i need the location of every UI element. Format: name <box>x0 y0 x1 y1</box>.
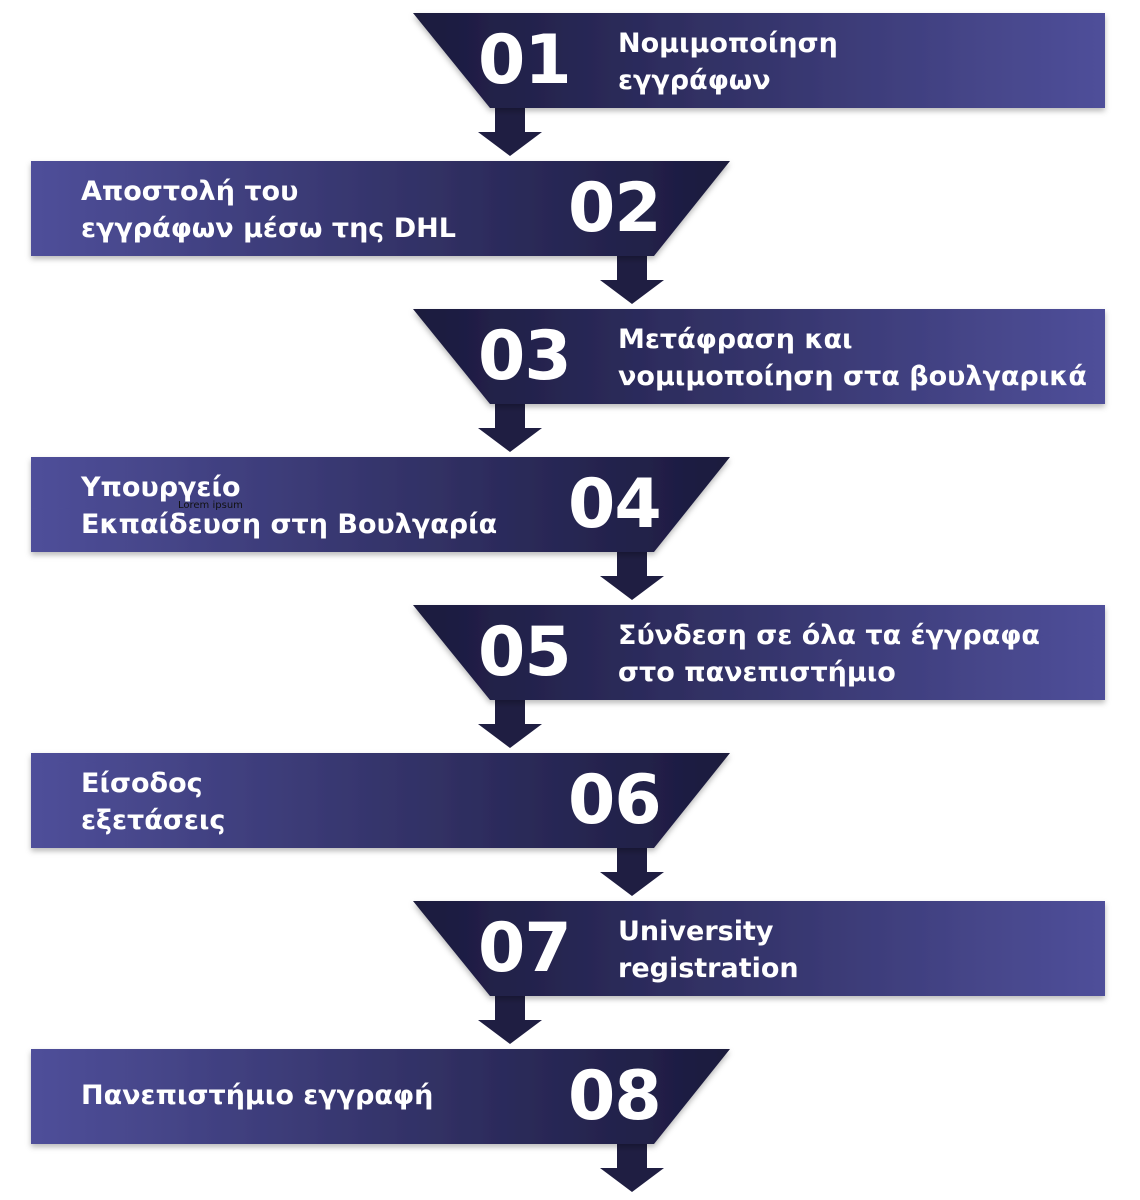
step-label-07-line-1: University <box>618 916 774 947</box>
step-label-01-line-2: εγγράφων <box>618 65 771 96</box>
connector-arrow-05 <box>478 696 542 748</box>
steps-layer: 01 Νομιμοποίηση εγγράφων 02 Αποστολή του εγγρ… <box>31 13 1105 1144</box>
connector-arrow-03 <box>478 400 542 452</box>
step-label-05-line-1: Σύνδεση σε όλα τα έγγραφα <box>618 620 1040 651</box>
step-number-02: 02 <box>568 169 661 248</box>
step-02: 02 Αποστολή του εγγράφων μέσω της DHL <box>31 161 730 256</box>
step-08: 08 Πανεπιστήμιο εγγραφή <box>31 1049 730 1144</box>
step-label-03-line-2: νομιμοποίηση στα βουλγαρικά <box>618 361 1087 392</box>
step-number-08: 08 <box>568 1057 661 1136</box>
step-label-07-line-2: registration <box>618 953 799 984</box>
connector-arrow-06 <box>600 844 664 896</box>
step-label-01-line-1: Νομιμοποίηση <box>618 28 838 59</box>
step-07: 07 University registration <box>413 901 1105 996</box>
step-band-02 <box>31 161 730 256</box>
overlay-note: Lorem ipsum <box>178 500 243 511</box>
step-number-03: 03 <box>478 317 571 396</box>
step-band-01 <box>413 13 1105 108</box>
step-01: 01 Νομιμοποίηση εγγράφων <box>413 13 1105 108</box>
step-number-01: 01 <box>478 21 571 100</box>
step-06: 06 Είσοδος εξετάσεις <box>31 753 730 848</box>
step-number-06: 06 <box>568 761 661 840</box>
step-number-07: 07 <box>478 909 571 988</box>
step-label-03-line-1: Μετάφραση και <box>618 324 853 355</box>
step-band-08 <box>31 1049 730 1144</box>
step-label-08-line-1: Πανεπιστήμιο εγγραφή <box>81 1080 433 1111</box>
step-label-04-line-2: Εκπαίδευση στη Βουλγαρία <box>81 509 497 540</box>
step-label-06-line-1: Είσοδος <box>81 768 203 799</box>
connector-arrow-07 <box>478 992 542 1044</box>
step-band-06 <box>31 753 730 848</box>
step-label-05-line-2: στο πανεπιστήμιο <box>618 657 896 688</box>
step-band-04 <box>31 457 730 552</box>
step-number-04: 04 <box>568 465 661 544</box>
step-label-06-line-2: εξετάσεις <box>81 805 225 836</box>
step-03: 03 Μετάφραση και νομιμοποίηση στα βουλγαρι… <box>413 309 1105 404</box>
step-band-03 <box>413 309 1105 404</box>
step-label-04-line-1: Υπουργείο <box>80 472 241 503</box>
step-label-02-line-2: εγγράφων μέσω της DHL <box>81 213 456 244</box>
connector-arrow-01 <box>478 104 542 156</box>
step-05: 05 Σύνδεση σε όλα τα έγγραφα στο πανεπιστή… <box>413 605 1105 700</box>
step-band-07 <box>413 901 1105 996</box>
step-label-02-line-1: Αποστολή του <box>81 176 298 207</box>
step-number-05: 05 <box>478 613 571 692</box>
connector-arrow-08 <box>600 1140 664 1192</box>
connector-arrow-02 <box>600 252 664 304</box>
step-band-05 <box>413 605 1105 700</box>
connector-arrow-04 <box>600 548 664 600</box>
connector-arrows <box>478 104 664 1192</box>
